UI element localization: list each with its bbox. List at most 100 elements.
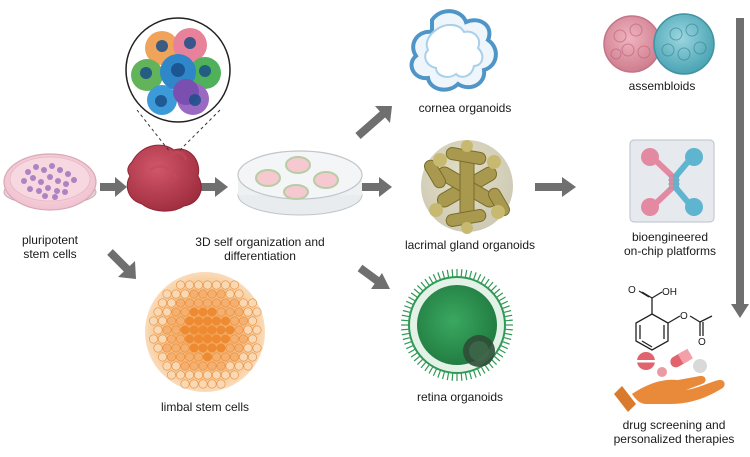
limbal-cell xyxy=(194,298,204,308)
limbal-cell xyxy=(176,370,186,380)
limbal-cell xyxy=(194,370,204,380)
dish-organoid-2 xyxy=(285,156,311,174)
retina-cilium xyxy=(424,363,430,372)
limbal-cell xyxy=(176,316,186,326)
retina-cilium xyxy=(476,273,482,282)
limbal-cell xyxy=(176,298,186,308)
limbal-cell xyxy=(189,325,199,335)
limbal-cell xyxy=(176,280,186,290)
limbal-cell xyxy=(203,334,213,344)
retina-cilium xyxy=(484,278,490,287)
limbal-cell xyxy=(207,289,217,299)
retina-cilium xyxy=(472,369,477,378)
limbal-cell xyxy=(198,379,208,389)
limbal-cell xyxy=(203,352,213,362)
retina-cilium xyxy=(493,355,501,362)
arrow-to-lacrimal xyxy=(362,177,392,197)
limbal-cell xyxy=(180,379,190,389)
limbal-cell xyxy=(185,298,195,308)
retina-cilium xyxy=(441,371,446,380)
zoom-dotted-lines xyxy=(136,109,221,153)
aspirin-molecule xyxy=(635,290,713,351)
pills-icon xyxy=(637,348,707,377)
retina-cilium xyxy=(413,355,421,362)
limbal-cell xyxy=(180,325,190,335)
limbal-cell xyxy=(216,343,226,353)
lacrimal-gland-label: lacrimal gland organoids xyxy=(404,238,536,252)
retina-cilium xyxy=(401,332,410,336)
limbal-cell xyxy=(167,298,177,308)
retina-organoids-label: retina organoids xyxy=(416,390,504,404)
self-organization-line1: 3D self organization and xyxy=(195,235,325,249)
limbal-cell xyxy=(212,370,222,380)
limbal-cell xyxy=(194,352,204,362)
limbal-cell xyxy=(243,343,253,353)
limbal-cell xyxy=(230,316,240,326)
retina-cilium xyxy=(468,270,473,279)
retina-cilium xyxy=(490,284,498,292)
retina-cilium xyxy=(460,269,463,278)
retina-cilium xyxy=(405,344,414,350)
limbal-cell xyxy=(212,280,222,290)
retina-cilium xyxy=(504,332,513,336)
hand-icon xyxy=(614,375,725,412)
assembloids xyxy=(603,13,715,75)
limbal-cell xyxy=(198,289,208,299)
limbal-cell xyxy=(234,343,244,353)
self-organization-line2: differentiation xyxy=(224,249,296,263)
retina-cilium xyxy=(404,305,413,310)
retina-organoid xyxy=(401,269,513,381)
retina-cilium xyxy=(504,328,513,331)
limbal-cell xyxy=(171,325,181,335)
limbal-cell xyxy=(162,361,172,371)
limbal-cell xyxy=(207,325,217,335)
limbal-cell xyxy=(225,325,235,335)
retina-cilium xyxy=(410,352,419,358)
limbal-cell xyxy=(189,343,199,353)
retina-cilium xyxy=(501,340,510,345)
limbal-cell xyxy=(239,298,249,308)
limbal-stem-cells xyxy=(145,272,265,392)
limbal-cell xyxy=(239,352,249,362)
limbal-cell xyxy=(194,280,204,290)
retina-cilium xyxy=(402,309,411,314)
arrow-to-cornea xyxy=(355,106,392,140)
limbal-cell xyxy=(153,307,163,317)
retina-cilium xyxy=(498,348,506,354)
limbal-cell xyxy=(221,316,231,326)
retina-cilium xyxy=(501,305,510,310)
limbal-cell xyxy=(207,343,217,353)
limbal-cell xyxy=(185,334,195,344)
organoid-culture-dish xyxy=(237,150,363,216)
retina-cilium xyxy=(428,366,434,374)
limbal-cell xyxy=(153,325,163,335)
limbal-cell xyxy=(230,352,240,362)
limbal-cell xyxy=(252,325,262,335)
limbal-cell xyxy=(221,370,231,380)
limbal-cell xyxy=(189,361,199,371)
retina-cilium xyxy=(480,276,486,284)
limbal-cell xyxy=(194,316,204,326)
retina-cilium xyxy=(416,284,424,292)
limbal-cell xyxy=(221,334,231,344)
limbal-cell xyxy=(248,352,258,362)
limbal-stem-cells-label: limbal stem cells xyxy=(160,400,250,414)
retina-cilium xyxy=(500,300,509,306)
limbal-cell xyxy=(180,289,190,299)
limbal-cell xyxy=(162,307,172,317)
limbal-cell xyxy=(230,334,240,344)
drug-screening-label: drug screening and personalized therapie… xyxy=(600,418,748,446)
limbal-cell xyxy=(221,352,231,362)
dish-organoid-3 xyxy=(313,171,339,189)
limbal-cell xyxy=(167,334,177,344)
limbal-cell xyxy=(225,307,235,317)
limbal-cell xyxy=(212,298,222,308)
limbal-cell xyxy=(149,316,159,326)
limbal-cell xyxy=(180,343,190,353)
retina-cilium xyxy=(495,292,504,298)
limbal-cell xyxy=(203,370,213,380)
pluripotent-label-line1: pluripotent xyxy=(21,233,79,247)
limbal-cell xyxy=(252,307,262,317)
arrow-to-limbal xyxy=(107,249,136,279)
limbal-cell xyxy=(189,307,199,317)
